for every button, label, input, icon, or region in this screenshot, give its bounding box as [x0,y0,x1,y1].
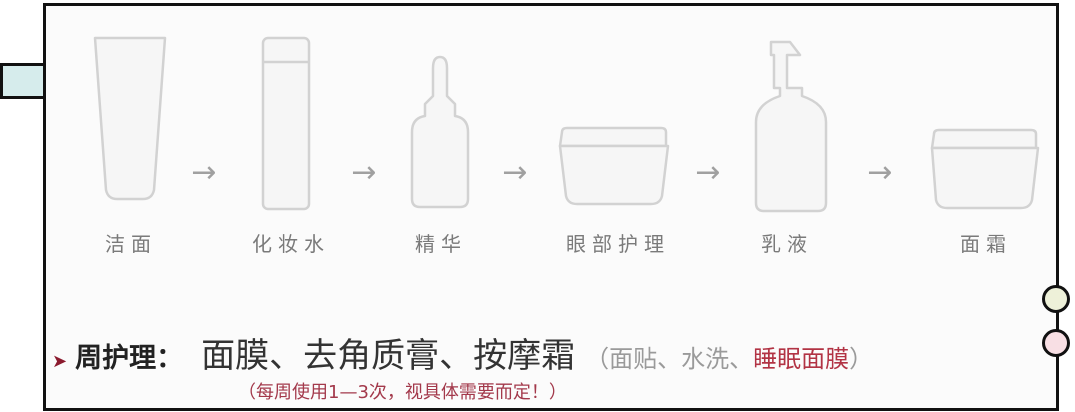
cleanser-tube-icon [93,36,167,201]
step-label-serum: 精华 [415,232,467,256]
weekly-care-types-close: ） [849,345,874,373]
triangle-marker-icon: ➤ [52,351,68,372]
weekly-care-highlight: 睡眠面膜 [753,345,850,373]
step-label-face-cream: 面霜 [960,232,1012,256]
arrow-right-icon: → [191,155,217,190]
eye-cream-jar-icon [558,126,668,148]
weekly-care-types-open: （面贴、水洗、 [585,345,754,373]
weekly-care-note: （每周使用1—3次，视具体需要而定！） [238,382,567,403]
weekly-care-heading: 周护理： [75,343,184,374]
step-label-eye-care: 眼部护理 [566,232,670,256]
toner-bottle-icon [261,36,311,211]
arrow-right-icon: → [695,155,721,190]
arrow-right-icon: → [502,155,528,190]
lotion-pump-bottle-icon [754,40,828,213]
weekly-care-line: ➤ 周护理： 面膜、去角质膏、按摩霜 （面贴、水洗、 睡眠面膜 ） [52,328,873,377]
arrow-right-icon: → [351,155,377,190]
decorative-dot-top [1042,285,1070,313]
content-frame [43,3,1059,411]
arrow-right-icon: → [867,155,893,190]
decorative-dot-bottom [1042,329,1070,357]
step-label-cleanse: 洁面 [105,232,157,256]
serum-dropper-bottle-icon [410,55,470,209]
face-cream-jar-icon [930,128,1038,150]
step-label-lotion: 乳液 [761,232,813,256]
step-label-toner: 化妆水 [252,232,330,256]
weekly-care-items: 面膜、去角质膏、按摩霜 [201,336,576,376]
